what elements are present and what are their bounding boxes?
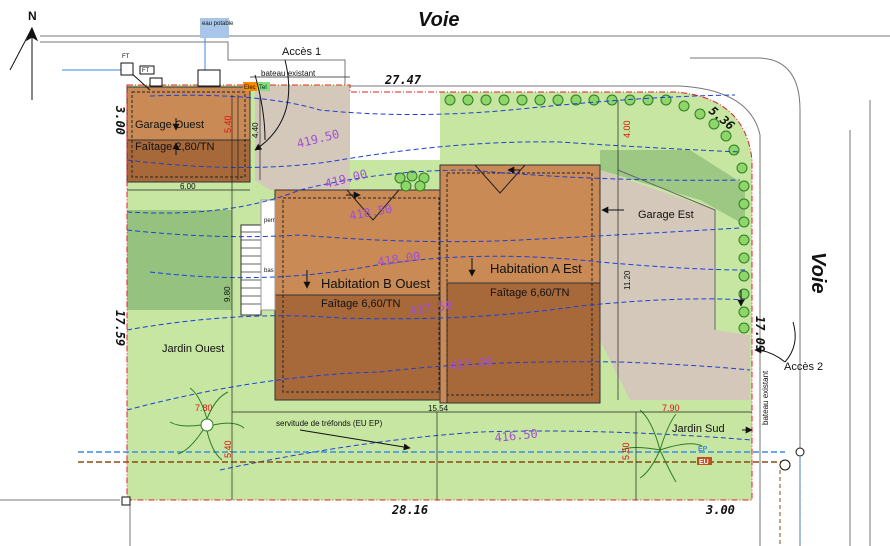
lawn-west-dark bbox=[127, 210, 232, 310]
eu-label: EU bbox=[699, 459, 709, 466]
dim-inner-depth: 9.80 bbox=[223, 286, 232, 302]
corner-marker-sw bbox=[121, 496, 131, 506]
dim-bottom-width: 28.16 bbox=[391, 503, 428, 517]
dim-left-side: 17.59 bbox=[113, 310, 127, 346]
water-tag bbox=[200, 18, 229, 38]
elec-label: Elec bbox=[244, 85, 256, 91]
dim-top-width: 27.47 bbox=[384, 73, 422, 87]
hedge-courtyard bbox=[394, 170, 430, 192]
dim-se-offset: 7.90 bbox=[662, 403, 680, 413]
garage-west-roof-lower bbox=[126, 139, 251, 183]
arrows bbox=[172, 59, 796, 451]
ep-label: EP bbox=[698, 446, 708, 453]
bassin-label: bas bbox=[264, 268, 274, 274]
small-box bbox=[149, 77, 163, 87]
pergola-label: perr bbox=[264, 218, 275, 224]
lawn-east-dark bbox=[600, 150, 745, 225]
road-right-label: Voie bbox=[807, 252, 829, 294]
north-label: N bbox=[28, 9, 37, 23]
dim-east-depth: 11.20 bbox=[623, 270, 632, 290]
hedge-north bbox=[444, 94, 740, 156]
tree-southeast bbox=[621, 409, 703, 483]
garage-east-name: Garage Est bbox=[638, 209, 694, 221]
dim-left-top: 3.00 bbox=[113, 105, 127, 135]
house-b-name: Habitation B Ouest bbox=[321, 276, 431, 291]
dimension-lines bbox=[127, 76, 752, 500]
dim-sw-offset: 7.80 bbox=[195, 403, 213, 413]
dim-drive-depth: 4.40 bbox=[251, 122, 260, 138]
garden-south-label: Jardin Sud bbox=[672, 423, 725, 435]
meter-box bbox=[197, 69, 221, 87]
house-a-name: Habitation A Est bbox=[490, 261, 582, 276]
ft-box-2 bbox=[139, 65, 155, 75]
access-2-label: Accès 2 bbox=[784, 361, 823, 373]
tel-label: Tel bbox=[259, 85, 267, 91]
ft-label-1: FT bbox=[122, 54, 130, 60]
easement-label: servitude de tréfonds (EU EP) bbox=[276, 419, 383, 428]
garage-west-name: Garage Ouest bbox=[135, 119, 204, 131]
house-a-roof-lower bbox=[446, 282, 601, 404]
elec-tag bbox=[243, 82, 257, 91]
driveway-east bbox=[600, 170, 750, 400]
network-ep bbox=[78, 447, 805, 546]
contour-label-41650: 416.50 bbox=[494, 427, 539, 445]
water-label: eau potable bbox=[202, 21, 234, 27]
dim-garage-depth: 5.40 bbox=[223, 115, 233, 133]
ft-box-1 bbox=[120, 62, 134, 76]
tel-tag bbox=[258, 82, 270, 91]
garden-west-label: Jardin Ouest bbox=[162, 343, 224, 355]
dim-garage-width: 6.00 bbox=[180, 182, 196, 191]
driveway-west bbox=[255, 86, 350, 190]
dim-sw-depth: 5.40 bbox=[223, 440, 233, 458]
courtyard-white bbox=[350, 92, 440, 160]
road-edges bbox=[0, 35, 890, 546]
hedge-east bbox=[736, 162, 750, 334]
contour-label-41700: 417.00 bbox=[449, 355, 494, 373]
contour-lines bbox=[126, 94, 753, 471]
garage-east-outline bbox=[617, 169, 716, 330]
contour-label-41800: 418.00 bbox=[376, 249, 421, 269]
curb-top-label: bateau existant bbox=[261, 69, 316, 78]
dim-right-side: 17.09 bbox=[753, 316, 767, 352]
ft-label-2: FT bbox=[142, 68, 150, 74]
dim-top-setback: 4.00 bbox=[622, 120, 632, 138]
road-top-label: Voie bbox=[418, 9, 460, 31]
house-b-roof-lower bbox=[274, 294, 448, 401]
dim-frontage: 15.54 bbox=[428, 404, 449, 413]
house-a-ridge: Faîtage 6,60/TN bbox=[490, 287, 570, 299]
contour-label-41750: 417.50 bbox=[408, 298, 453, 318]
house-b-ridge: Faîtage 6,60/TN bbox=[321, 298, 401, 310]
dim-se-depth: 5.50 bbox=[621, 442, 631, 460]
property-boundary bbox=[126, 84, 753, 501]
terrace-stairs bbox=[240, 199, 276, 316]
access-1-label: Accès 1 bbox=[282, 46, 321, 58]
curb-right-label: bateau existant bbox=[761, 370, 770, 425]
garage-west-ridge: Faîtage 2,80/TN bbox=[135, 141, 215, 153]
north-arrow bbox=[9, 26, 39, 100]
dim-bottom-right: 3.00 bbox=[705, 503, 735, 517]
